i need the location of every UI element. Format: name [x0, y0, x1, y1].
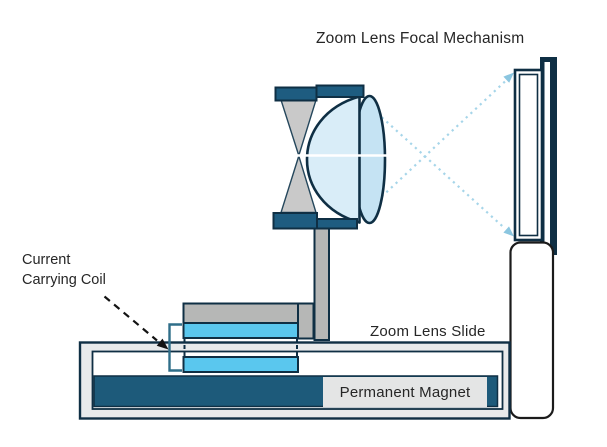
- callout-dashed-line: [103, 295, 158, 342]
- permanent-magnet-label: Permanent Magnet: [339, 383, 471, 401]
- carriage-joint-block: [296, 302, 315, 340]
- current-carrying-coil-label: Current Carrying Coil: [22, 251, 106, 290]
- coil-bracket: [168, 323, 182, 372]
- image-sensor-assembly: [513, 57, 557, 255]
- coil-label-line2: Carrying Coil: [22, 271, 106, 288]
- coil-carrier-bar: [182, 302, 299, 324]
- sensor-back-bar-slot: [544, 62, 550, 250]
- lens-stem: [313, 227, 330, 341]
- zoom-lens: [280, 94, 393, 225]
- clamp-bottom-left: [272, 212, 318, 230]
- permanent-magnet-label-box: Permanent Magnet: [323, 377, 487, 407]
- diagram-title: Zoom Lens Focal Mechanism: [316, 30, 525, 47]
- coil-upper: [182, 322, 299, 339]
- sensor-inner-frame: [518, 73, 539, 237]
- ray-up-arrow-icon: [503, 72, 514, 83]
- ray-down-arrow-icon: [503, 226, 514, 237]
- clamp-bottom-right: [316, 218, 358, 230]
- lens-carriage: [182, 227, 330, 341]
- zoom-lens-slide-label: Zoom Lens Slide: [370, 323, 486, 340]
- ray-down-line: [376, 112, 506, 230]
- lens-body: [305, 95, 361, 224]
- light-rays: [376, 72, 514, 237]
- callout-arrowhead-icon: [156, 338, 169, 350]
- clamp-top-right: [315, 84, 365, 98]
- sensor-support-pillar: [509, 241, 555, 420]
- lens-clamps: [272, 84, 365, 230]
- ray-up-line: [376, 80, 507, 202]
- coil-callout: [103, 295, 182, 372]
- coil-label-line1: Current: [22, 252, 71, 268]
- coil-lower: [182, 356, 299, 373]
- clamp-top-left: [274, 86, 318, 102]
